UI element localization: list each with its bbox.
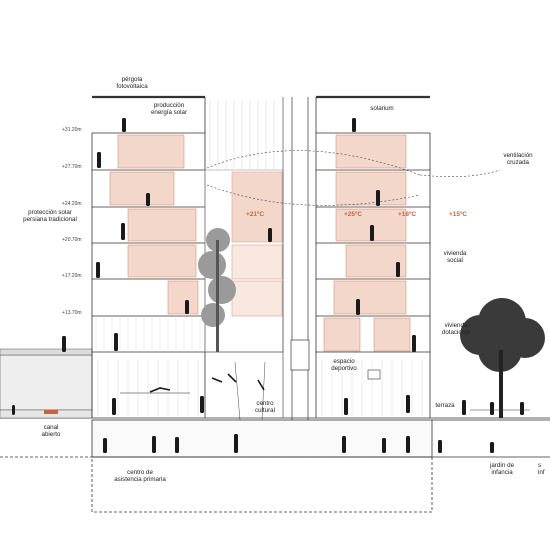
level-marker: +13.70m [62, 310, 82, 316]
basement-structure [0, 417, 550, 513]
energy-production-label: producción energía solar [150, 102, 188, 116]
facade-hatching [95, 100, 423, 416]
left-rooms [109, 134, 199, 315]
temp-right-mid: +18ºC [398, 211, 417, 218]
left-building-block [91, 95, 206, 418]
social-housing-label: vivienda social [443, 250, 467, 264]
central-core [290, 97, 310, 420]
cut-label: s inf [538, 462, 545, 476]
level-marker: +27.70m [62, 164, 82, 170]
level-marker: +17.20m [62, 273, 82, 279]
level-marker: +20.70m [62, 237, 82, 243]
endowment-housing-label: vivienda dotacional [441, 322, 471, 336]
acrobat-figures [120, 361, 266, 421]
primary-care-label: centro de asistencia primaria [114, 469, 166, 483]
level-marker: +31.20m [62, 127, 82, 133]
ventilation-arrows [206, 150, 501, 206]
solarium-label: solarium [370, 105, 394, 112]
pergola-label: pérgola fotovoltaica [116, 76, 148, 90]
cross-ventilation-label: ventilación cruzada [503, 152, 533, 166]
people-silhouettes [12, 118, 524, 453]
cultural-centre-label: centro cultural [255, 400, 275, 414]
level-marker: +24.20m [62, 201, 82, 207]
right-building-block [315, 95, 431, 418]
courtyard-tree [198, 228, 236, 352]
kindergarten-label: jardín de infancia [489, 462, 515, 476]
sports-space-label: espacio deportivo [331, 358, 357, 372]
right-rooms [323, 134, 411, 352]
open-canal-label: canal abierto [41, 424, 61, 438]
basketball-hoop [367, 369, 381, 380]
temp-outside: +15ºC [449, 211, 468, 218]
temp-left: +21ºC [246, 211, 265, 218]
center-left-block [204, 97, 284, 418]
retaining-wall [0, 348, 93, 419]
garden-tree [460, 298, 545, 418]
terrace-label: terraza [435, 402, 455, 409]
temp-right-warm: +25ºC [344, 211, 363, 218]
solar-protection-label: protección solar persiana tradicional [23, 209, 77, 223]
